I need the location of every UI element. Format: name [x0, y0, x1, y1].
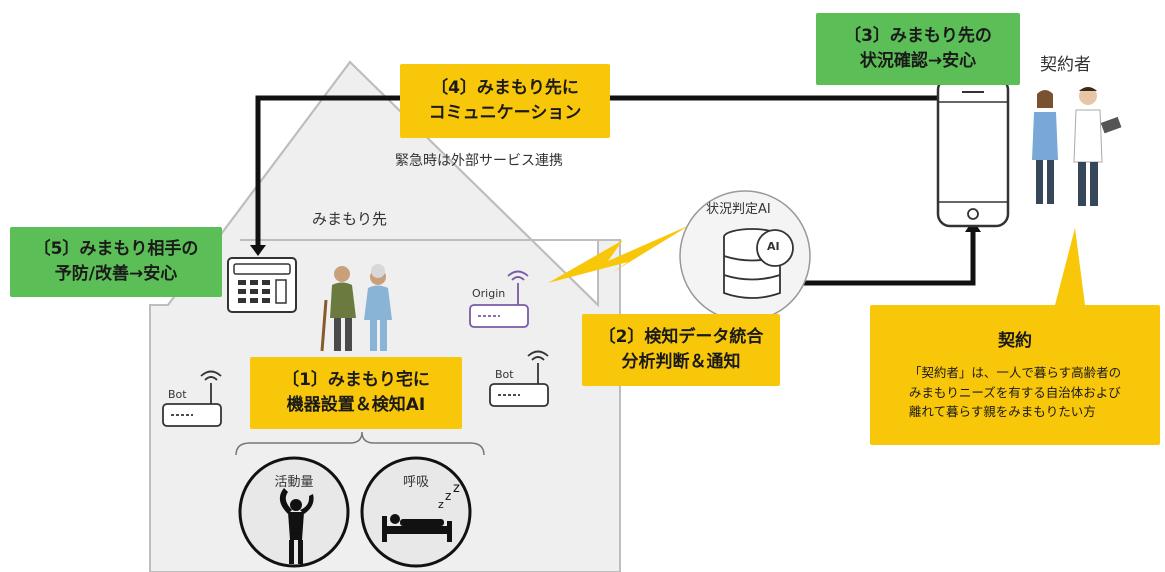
- elderly-couple-icon: [320, 264, 392, 352]
- step3-line2: 状況確認→安心: [859, 51, 977, 71]
- router-icon: [162, 370, 222, 427]
- contract-line1: 「契約者」は、一人で暮らす高齢者の: [908, 365, 1122, 381]
- emergency-note: 緊急時は外部サービス連携: [395, 153, 563, 169]
- stretch-person-icon: [279, 488, 314, 564]
- svg-text:z: z: [438, 498, 444, 511]
- phone-icon: [227, 257, 297, 313]
- sleeping-bed-icon: z z z: [382, 481, 460, 542]
- breathing-label: 呼吸: [402, 475, 429, 490]
- activity-circle: [238, 456, 350, 568]
- contract-line3: 離れて暮らす親をみまもりたい方: [908, 404, 1096, 419]
- svg-text:z: z: [445, 489, 451, 503]
- step5-label: 〔5〕みまもり相手の 予防/改善→安心: [10, 227, 222, 297]
- contract-line2: みまもりニーズを有する自治体および: [908, 384, 1121, 400]
- step2-line1: 〔2〕検知データ統合: [598, 327, 764, 348]
- contractor-label: 契約者: [1040, 55, 1091, 75]
- activity-label: 活動量: [274, 475, 314, 490]
- status-ai-label: 状況判定AI: [706, 202, 771, 217]
- router-icon: [489, 350, 549, 407]
- connector-lines: [255, 95, 976, 286]
- smartphone-icon: [936, 76, 1010, 228]
- server-icon: [679, 190, 811, 322]
- breathing-circle: z z z: [360, 456, 472, 568]
- lightning-icon: [548, 225, 690, 283]
- origin-label: Origin: [472, 287, 506, 300]
- bot-right-label: Bot: [495, 368, 514, 381]
- step1-label: 〔1〕みまもり宅に 機器設置＆検知AI: [250, 357, 462, 429]
- watched-home-label: みまもり先: [312, 210, 388, 228]
- ai-badge: AI: [767, 240, 780, 253]
- router-icon: [469, 270, 529, 328]
- contract-title: 契約: [998, 330, 1032, 351]
- step2-line2: 分析判断＆通知: [621, 352, 741, 372]
- step4-line2: コミュニケーション: [428, 103, 582, 123]
- step3-line1: 〔3〕みまもり先の: [844, 26, 992, 47]
- step4-line1: 〔4〕みまもり先に: [431, 78, 579, 99]
- contract-pointer: [1055, 228, 1085, 305]
- step2-label: 〔2〕検知データ統合 分析判断＆通知: [582, 314, 780, 386]
- bracket: [235, 431, 485, 456]
- step5-line2: 予防/改善→安心: [54, 264, 178, 284]
- step1-line2: 機器設置＆検知AI: [286, 395, 426, 415]
- contract-box: 契約 「契約者」は、一人で暮らす高齢者の みまもりニーズを有する自治体および 離…: [870, 305, 1160, 445]
- step4-label: 〔4〕みまもり先に コミュニケーション: [400, 64, 610, 138]
- step3-label: 〔3〕みまもり先の 状況確認→安心: [816, 13, 1020, 85]
- step5-line1: 〔5〕みまもり相手の: [33, 239, 199, 260]
- bot-left-label: Bot: [168, 388, 187, 401]
- svg-text:z: z: [453, 481, 460, 496]
- business-people-icon: [1032, 87, 1122, 206]
- step1-line1: 〔1〕みまもり宅に: [282, 370, 430, 391]
